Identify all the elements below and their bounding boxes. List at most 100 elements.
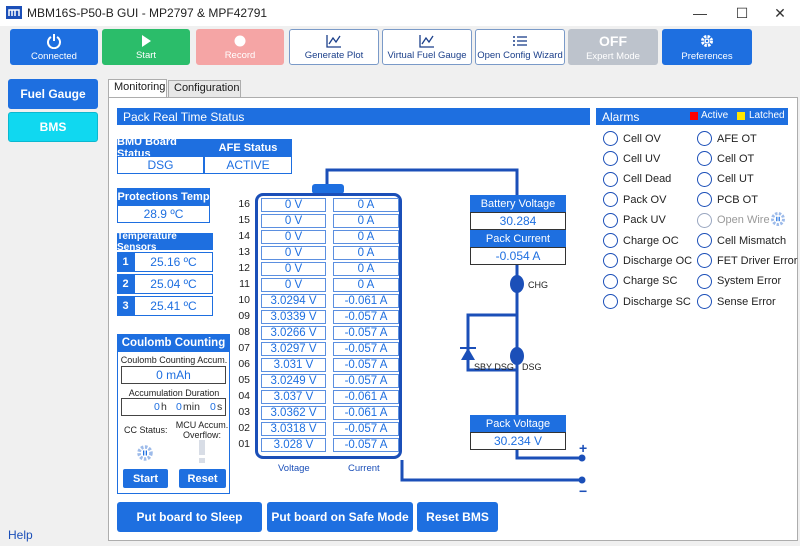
alarm-cell-ut: Cell UT — [697, 171, 754, 187]
cell-current: 0 A — [333, 230, 399, 244]
duration-hours-unit: h — [161, 401, 167, 413]
mps-logo-icon — [6, 6, 22, 19]
sensor-2-value: 25.04 ºC — [134, 274, 213, 294]
pack-circuit-diagram — [312, 168, 586, 484]
sleep-button[interactable]: Put board to Sleep — [117, 502, 262, 532]
open-wire-gear-icon[interactable] — [769, 210, 787, 228]
preferences-button[interactable]: Preferences — [662, 29, 752, 65]
duration-minutes-value: 0 — [176, 401, 182, 413]
safe-mode-button[interactable]: Put board on Safe Mode — [267, 502, 413, 532]
duration-hours-value: 0 — [154, 401, 160, 413]
cell-voltage: 3.0318 V — [261, 422, 326, 436]
active-legend-swatch — [690, 112, 698, 120]
open-config-wizard-button[interactable]: Open Config Wizard — [475, 29, 565, 65]
cell-number: 02 — [238, 422, 250, 434]
alarm-cell-ot: Cell OT — [697, 151, 754, 167]
record-button[interactable]: Record — [196, 29, 284, 65]
cell-voltage: 3.0249 V — [261, 374, 326, 388]
alarm-indicator-icon — [603, 273, 618, 289]
coulomb-accum-label: Coulomb Counting Accum. — [120, 355, 228, 365]
pack-current-label: Pack Current — [470, 230, 566, 247]
gear-icon — [701, 34, 713, 47]
alarm-label: System Error — [717, 275, 782, 288]
sidebar-item-fuel-gauge[interactable]: Fuel Gauge — [8, 79, 98, 109]
line-chart-icon — [419, 34, 434, 48]
sensor-2-number: 2 — [117, 274, 134, 294]
alarm-charge-sc: Charge SC — [603, 273, 678, 289]
chg-fet-label: CHG — [528, 280, 548, 290]
cell-voltage: 0 V — [261, 262, 326, 276]
pack-plus-terminal: + — [579, 440, 588, 456]
latched-legend-swatch — [737, 112, 745, 120]
cell-number: 01 — [238, 438, 250, 450]
start-button[interactable]: Start — [102, 29, 190, 65]
alarm-fet-driver-error: FET Driver Error — [697, 253, 798, 269]
cell-current: -0.061 A — [333, 390, 399, 404]
cell-number: 16 — [238, 198, 250, 210]
alarm-cell-uv: Cell UV — [603, 151, 661, 167]
sensor-1-number: 1 — [117, 252, 134, 272]
cell-number: 03 — [238, 406, 250, 418]
cell-current: -0.057 A — [333, 358, 399, 372]
alarm-indicator-icon — [697, 233, 712, 248]
title-bar: MBM16S-P50-B GUI - MP2797 & MPF42791 — ☐… — [0, 0, 800, 26]
active-legend-label: Active — [701, 110, 729, 121]
alarm-pack-uv: Pack UV — [603, 212, 666, 228]
alarm-label: FET Driver Error — [717, 254, 798, 267]
cell-current: 0 A — [333, 198, 399, 212]
alarm-indicator-icon — [697, 253, 712, 269]
preferences-label: Preferences — [681, 50, 733, 62]
cell-number: 14 — [238, 230, 250, 242]
cell-current: -0.057 A — [333, 310, 399, 324]
close-button[interactable]: ✕ — [774, 4, 786, 21]
cell-voltage: 3.028 V — [261, 438, 326, 452]
virtual-fuel-gauge-button[interactable]: Virtual Fuel Gauge — [382, 29, 472, 65]
pack-minus-terminal: − — [579, 483, 588, 499]
tab-monitoring[interactable]: Monitoring — [108, 79, 167, 97]
alarm-indicator-icon — [603, 294, 618, 310]
dsg-fet-label: DSG — [522, 362, 542, 372]
cell-voltage: 3.0294 V — [261, 294, 326, 308]
overflow-warning-icon — [199, 440, 205, 463]
cell-current: -0.057 A — [333, 342, 399, 356]
cc-status-label: CC Status: — [124, 425, 168, 435]
tab-configuration[interactable]: Configuration — [168, 80, 241, 97]
alarm-label: Pack OV — [623, 193, 667, 206]
open-config-wizard-label: Open Config Wizard — [477, 49, 563, 61]
minimize-button[interactable]: — — [693, 5, 707, 21]
alarm-indicator-icon — [697, 171, 712, 187]
cc-reset-button[interactable]: Reset — [179, 469, 226, 488]
expert-mode-label: Expert Mode — [586, 50, 640, 62]
alarm-label: Cell UV — [623, 152, 661, 165]
mcu-overflow-label: MCU Accum. Overflow: — [175, 420, 229, 440]
alarm-indicator-icon — [603, 151, 618, 167]
reset-bms-button[interactable]: Reset BMS — [417, 502, 498, 532]
help-link[interactable]: Help — [8, 528, 33, 542]
sidebar-item-bms[interactable]: BMS — [8, 112, 98, 142]
alarm-indicator-icon — [697, 294, 712, 310]
duration-minutes-unit: min — [183, 401, 200, 413]
alarm-label: Cell OV — [623, 132, 661, 145]
expert-mode-button[interactable]: OFF Expert Mode — [568, 29, 658, 65]
cell-voltage: 0 V — [261, 214, 326, 228]
cell-number: 05 — [238, 374, 250, 386]
alarm-label: Charge SC — [623, 275, 678, 288]
cell-voltage: 3.0362 V — [261, 406, 326, 420]
alarm-label: Sense Error — [717, 295, 776, 308]
alarm-cell-mismatch: Cell Mismatch — [697, 233, 786, 248]
cc-start-button[interactable]: Start — [123, 469, 168, 488]
record-icon — [234, 35, 246, 46]
cell-voltage: 3.0339 V — [261, 310, 326, 324]
bmu-status-value: DSG — [117, 156, 204, 174]
alarm-indicator-icon — [603, 131, 618, 146]
alarm-indicator-icon — [603, 212, 618, 228]
battery-voltage-value: 30.284 — [470, 212, 566, 230]
virtual-fuel-gauge-label: Virtual Fuel Gauge — [387, 49, 467, 61]
connected-button[interactable]: Connected — [10, 29, 98, 65]
alarm-label: Open Wire — [717, 214, 770, 227]
sensor-1-value: 25.16 ºC — [134, 252, 213, 272]
maximize-button[interactable]: ☐ — [735, 4, 749, 21]
generate-plot-button[interactable]: Generate Plot — [289, 29, 379, 65]
alarm-indicator-icon — [603, 233, 618, 248]
cell-number: 09 — [238, 310, 250, 322]
